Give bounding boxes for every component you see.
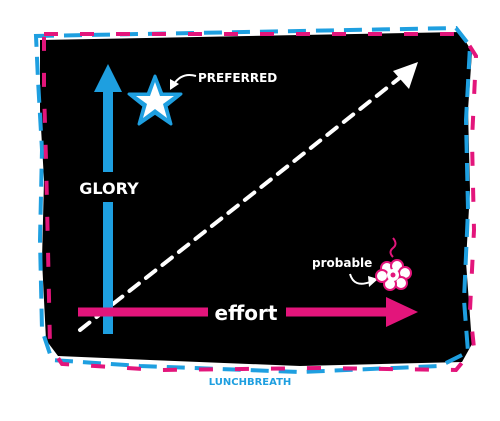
diagonal-line <box>78 74 404 332</box>
x-axis-label: effort <box>215 301 278 325</box>
star-icon <box>127 74 183 126</box>
border-pink <box>42 32 479 373</box>
y-axis-arrowhead <box>94 64 122 92</box>
y-label-backing <box>80 172 138 202</box>
flower-blob-icon <box>375 237 412 291</box>
star-note: PREFERRED <box>198 71 277 85</box>
blob-pointer <box>349 273 371 285</box>
blob-pointer-head <box>368 276 378 287</box>
border-cyan <box>33 25 473 375</box>
y-axis-label: GLORY <box>79 179 139 198</box>
x-label-backing <box>208 296 286 328</box>
credit-text: LUNCHBREATH <box>209 377 292 388</box>
blob-note: probable <box>312 256 372 270</box>
diagonal-arrowhead <box>393 62 418 89</box>
x-axis-arrowhead <box>386 297 418 327</box>
star-pointer-head <box>170 79 179 90</box>
